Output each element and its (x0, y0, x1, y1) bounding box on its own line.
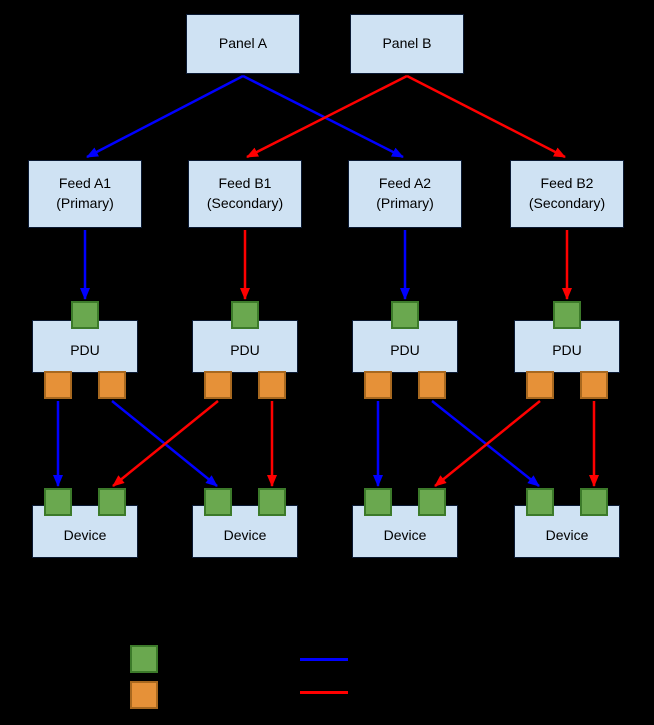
pdu-1-output-port-left (44, 371, 72, 399)
legend-primary-path-line (300, 658, 348, 661)
feed-b2-name: Feed B2 (540, 175, 594, 192)
legend-input-port-swatch (130, 645, 158, 673)
device-2-input-port-left (204, 488, 232, 516)
feed-a1-role: (Primary) (56, 195, 114, 211)
arrow-pdu1-device2-left (111, 400, 218, 487)
pdu-3-output-port-right (418, 371, 446, 399)
feed-a1-name: Feed A1 (58, 175, 112, 192)
device-3-input-port-left (364, 488, 392, 516)
device-4-input-port-left (526, 488, 554, 516)
feed-b1-node: Feed B1 (Secondary) (188, 160, 302, 228)
pdu-4-input-port (553, 301, 581, 329)
panel-a-node: Panel A (186, 14, 300, 74)
feed-a2-name: Feed A2 (378, 175, 432, 192)
pdu-1-label: PDU (70, 341, 100, 358)
panel-a-label: Panel A (218, 35, 268, 52)
pdu-3-input-port (391, 301, 419, 329)
device-1-label: Device (63, 526, 107, 543)
feed-a2-node: Feed A2 (Primary) (348, 160, 462, 228)
arrow-panelA-feedA1 (86, 74, 244, 159)
panel-b-label: Panel B (382, 35, 432, 52)
device-1-input-port-left (44, 488, 72, 516)
arrow-panelB-feedB2 (406, 74, 566, 159)
pdu-2-label: PDU (230, 341, 260, 358)
device-3-label: Device (383, 526, 427, 543)
pdu-4-output-port-left (526, 371, 554, 399)
feed-b1-role: (Secondary) (206, 195, 284, 211)
device-3-input-port-right (418, 488, 446, 516)
pdu-3-output-port-left (364, 371, 392, 399)
device-4-input-port-right (580, 488, 608, 516)
device-2-input-port-right (258, 488, 286, 516)
pdu-2-output-port-right (258, 371, 286, 399)
pdu-3-label: PDU (390, 341, 420, 358)
arrow-pdu4-device3-right (434, 400, 541, 487)
arrow-panelB-feedB1 (246, 74, 408, 159)
legend-secondary-path-line (300, 691, 348, 694)
device-1-input-port-right (98, 488, 126, 516)
device-2-label: Device (223, 526, 267, 543)
feed-a1-node: Feed A1 (Primary) (28, 160, 142, 228)
arrow-panelA-feedA2 (242, 74, 404, 159)
pdu-4-node: PDU (514, 320, 620, 373)
pdu-4-output-port-right (580, 371, 608, 399)
pdu-2-output-port-left (204, 371, 232, 399)
pdu-4-label: PDU (552, 341, 582, 358)
legend-output-port-swatch (130, 681, 158, 709)
arrow-pdu2-device1-right (112, 400, 219, 487)
pdu-1-output-port-right (98, 371, 126, 399)
panel-b-node: Panel B (350, 14, 464, 74)
pdu-2-input-port (231, 301, 259, 329)
feed-a2-role: (Primary) (376, 195, 434, 211)
device-4-label: Device (545, 526, 589, 543)
pdu-1-input-port (71, 301, 99, 329)
feed-b2-node: Feed B2 (Secondary) (510, 160, 624, 228)
feed-b2-role: (Secondary) (528, 195, 606, 211)
feed-b1-name: Feed B1 (218, 175, 272, 192)
arrow-pdu3-device4-left (431, 400, 540, 487)
pdu-2-node: PDU (192, 320, 298, 373)
